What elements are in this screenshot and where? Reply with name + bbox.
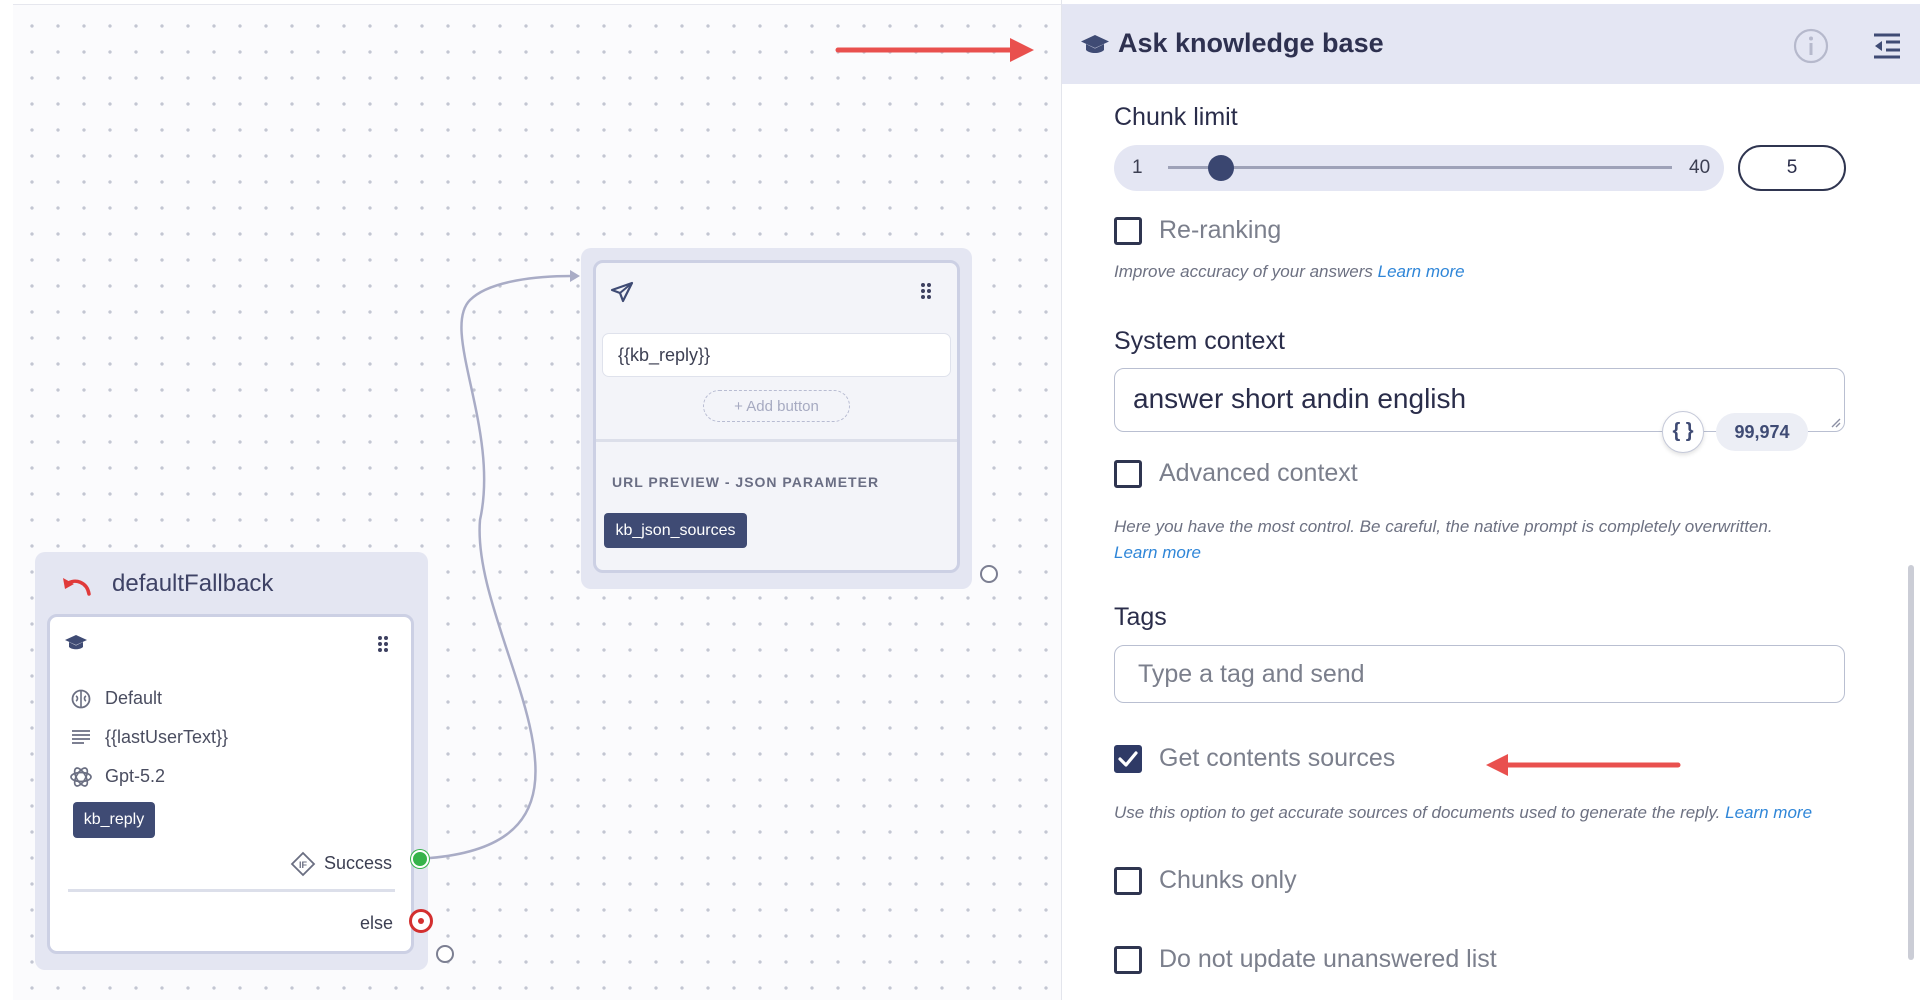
message-card[interactable]: {{kb_reply}} + Add button URL PREVIEW - …	[593, 260, 960, 573]
chunk-limit-slider-track[interactable]: 1 40	[1114, 145, 1724, 191]
get-contents-sources-checkbox[interactable]	[1114, 745, 1142, 773]
node-divider	[68, 889, 395, 892]
result-variable-tag[interactable]: kb_reply	[73, 802, 155, 838]
annotation-arrow	[1486, 754, 1681, 776]
slider-max-label: 40	[1689, 157, 1711, 178]
hint-text: Improve accuracy of your answers	[1114, 262, 1373, 281]
graduation-cap-icon	[1081, 35, 1109, 53]
panel-scrollbar[interactable]	[1908, 565, 1914, 960]
checkmark-icon	[1118, 751, 1138, 767]
info-icon[interactable]	[1793, 28, 1829, 64]
learn-more-link[interactable]: Learn more	[1377, 262, 1465, 281]
section-heading: URL PREVIEW - JSON PARAMETER	[612, 474, 880, 490]
chunk-limit-label: Chunk limit	[1114, 103, 1238, 131]
get-contents-sources-label: Get contents sources	[1159, 744, 1396, 772]
drag-handle-icon[interactable]	[378, 636, 390, 652]
undo-arrow-icon	[63, 578, 91, 596]
get-contents-sources-hint: Use this option to get accurate sources …	[1114, 803, 1812, 823]
node-output-handle[interactable]	[980, 565, 998, 583]
setting-text: Default	[105, 688, 163, 708]
connection-line	[429, 38, 1034, 860]
message-text: {{kb_reply}}	[618, 345, 711, 365]
svg-text:IF: IF	[299, 860, 308, 870]
node-divider	[596, 439, 957, 442]
if-condition-icon: IF	[290, 851, 316, 877]
char-count-badge: 99,974	[1716, 413, 1808, 451]
tags-input[interactable]: Type a tag and send	[1114, 645, 1845, 703]
message-text-box[interactable]: {{kb_reply}}	[602, 333, 951, 377]
advanced-context-hint: Here you have the most control. Be caref…	[1114, 517, 1773, 536]
graduation-cap-icon	[65, 635, 87, 650]
chunks-only-label: Chunks only	[1159, 866, 1297, 894]
do-not-update-label: Do not update unanswered list	[1159, 945, 1497, 973]
success-output-handle[interactable]	[411, 850, 429, 868]
curly-braces-icon: { }	[1672, 420, 1694, 442]
json-variable-tag[interactable]: kb_json_sources	[604, 513, 747, 548]
do-not-update-checkbox[interactable]	[1114, 946, 1142, 974]
drag-handle-icon[interactable]	[921, 283, 933, 299]
reranking-label: Re-ranking	[1159, 216, 1282, 244]
annotation-arrowhead	[1010, 38, 1034, 62]
success-label: Success	[324, 853, 393, 873]
slider-rail	[1168, 166, 1672, 169]
learn-more-link[interactable]: Learn more	[1114, 543, 1201, 562]
send-icon	[610, 281, 634, 303]
panel-header: Ask knowledge base	[1062, 4, 1920, 84]
openai-icon	[70, 767, 92, 787]
advanced-context-checkbox[interactable]	[1114, 460, 1142, 488]
canvas-divider	[1061, 0, 1062, 1000]
system-context-value: answer short andin english	[1133, 383, 1467, 414]
system-context-label: System context	[1114, 327, 1285, 355]
system-context-textarea[interactable]: answer short andin english	[1114, 368, 1845, 432]
slider-min-label: 1	[1132, 157, 1143, 178]
tags-placeholder: Type a tag and send	[1138, 660, 1365, 688]
variable-insert-button[interactable]: { }	[1662, 411, 1704, 453]
chunks-only-checkbox[interactable]	[1114, 867, 1142, 895]
reranking-checkbox[interactable]	[1114, 217, 1142, 245]
slider-thumb[interactable]	[1207, 155, 1234, 181]
hint-text: Use this option to get accurate sources …	[1114, 803, 1721, 822]
else-output-handle[interactable]	[409, 909, 433, 933]
tags-label: Tags	[1114, 603, 1167, 631]
chunk-limit-value-input[interactable]: 5	[1738, 145, 1846, 191]
panel-title: Ask knowledge base	[1118, 28, 1384, 58]
reranking-hint: Improve accuracy of your answers Learn m…	[1114, 262, 1465, 282]
brain-icon	[71, 689, 91, 709]
setting-text: {{lastUserText}}	[105, 727, 229, 747]
kb-step-card[interactable]: Default {{lastUserText}} Gpt-5.2 kb_repl…	[47, 614, 414, 954]
setting-text: Gpt-5.2	[105, 766, 166, 786]
properties-panel: Ask knowledge base Chunk limit 1 40 5 Re…	[1062, 4, 1920, 1000]
learn-more-link[interactable]: Learn more	[1725, 803, 1813, 822]
node-output-handle[interactable]	[436, 945, 454, 963]
lines-icon	[72, 730, 90, 744]
collapse-panel-icon[interactable]	[1872, 32, 1902, 60]
add-button[interactable]: + Add button	[703, 390, 850, 422]
advanced-context-label: Advanced context	[1159, 459, 1358, 487]
else-label: else	[360, 913, 394, 933]
fallback-node-title: defaultFallback	[112, 570, 274, 597]
resize-grip-icon[interactable]	[1829, 416, 1841, 428]
